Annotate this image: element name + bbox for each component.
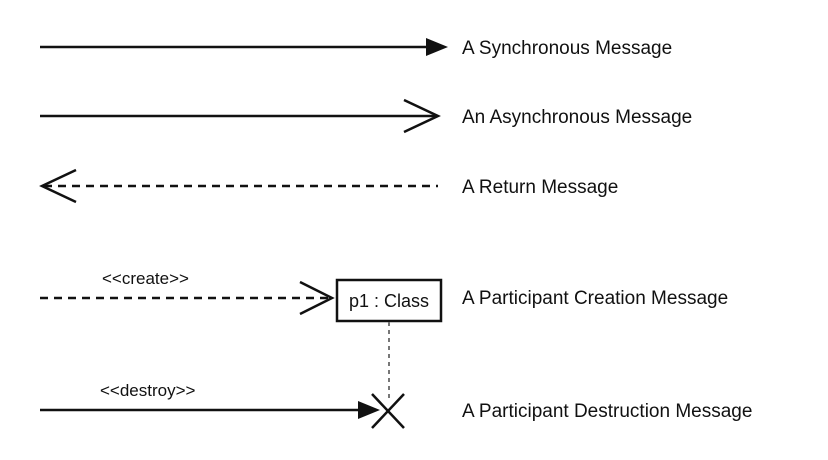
creation-message-row: <<create>> p1 : Class A Participant Crea… [40,269,728,398]
asynchronous-message-label: An Asynchronous Message [462,107,692,128]
open-arrowhead-icon [299,280,335,316]
filled-arrowhead-icon [358,401,380,419]
synchronous-message-label: A Synchronous Message [462,38,672,59]
destroy-stereotype-label: <<destroy>> [100,381,196,400]
synchronous-message-row: A Synchronous Message [40,38,672,59]
asynchronous-message-row: An Asynchronous Message [40,98,692,134]
destruction-x-icon [371,393,405,429]
participant-name: p1 : Class [349,291,429,311]
create-stereotype-label: <<create>> [102,269,189,288]
open-arrowhead-icon [403,98,441,134]
filled-arrowhead-icon [426,38,448,56]
participant-box [335,278,443,323]
destruction-message-row: <<destroy>> A Participant Destruction Me… [40,381,752,429]
return-message-row: A Return Message [39,168,618,204]
creation-message-label: A Participant Creation Message [462,288,728,309]
return-message-label: A Return Message [462,177,618,198]
destruction-message-label: A Participant Destruction Message [462,401,752,422]
open-arrowhead-left-icon [39,168,77,204]
